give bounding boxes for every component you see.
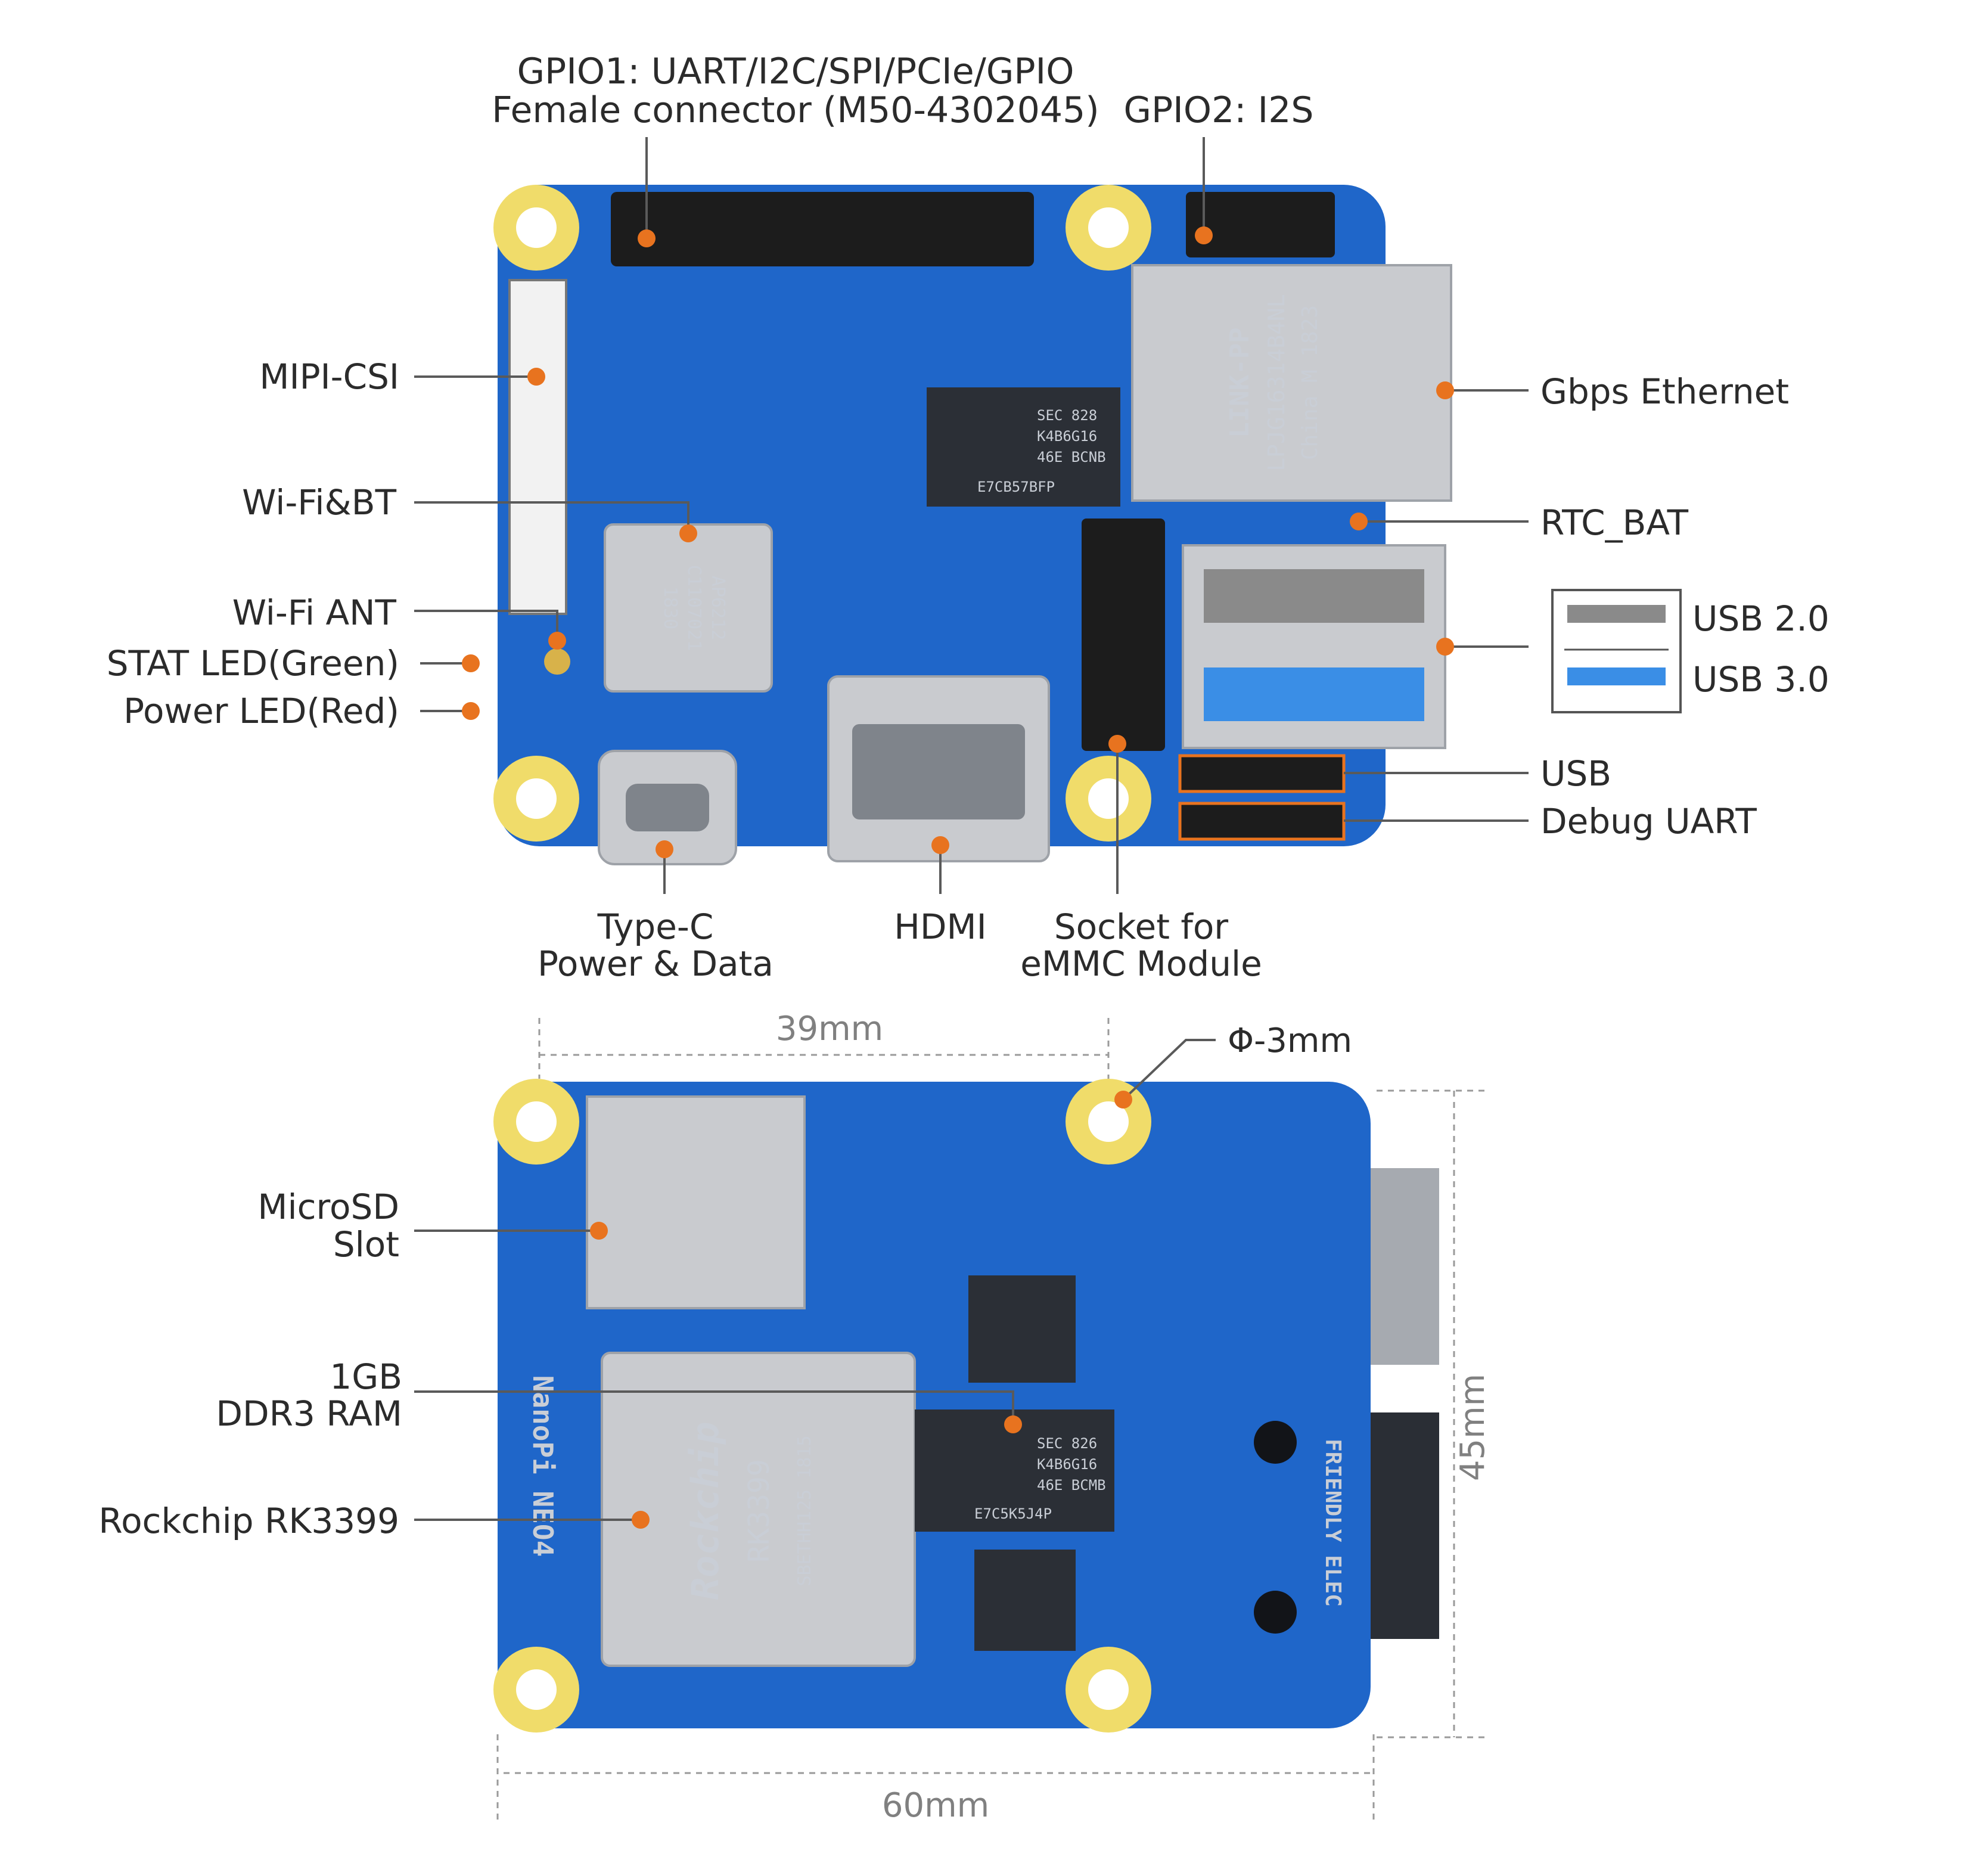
bottom-ram-text-3: 46E BCMB bbox=[1037, 1477, 1106, 1494]
dim-hole: Φ-3mm bbox=[1228, 1022, 1352, 1060]
label-microsd-line1: MicroSD bbox=[257, 1187, 399, 1227]
wifi-text-3: 1830 bbox=[660, 586, 681, 629]
label-emmc-line2: eMMC Module bbox=[1020, 943, 1262, 984]
wifi-text-2: C1107021 bbox=[684, 565, 704, 651]
bottom-mount-holes bbox=[493, 1079, 1151, 1733]
dim-height: 45mm bbox=[1453, 1374, 1492, 1481]
label-typec-line1: Type-C bbox=[597, 906, 714, 947]
dimensions: 39mm Φ-3mm 45mm 60mm bbox=[496, 1010, 1492, 1825]
label-power-led: Power LED(Red) bbox=[123, 691, 399, 731]
bottom-labels: MicroSD Slot 1GB DDR3 RAM Rockchip RK339… bbox=[98, 1187, 402, 1541]
typec-peek bbox=[1371, 1412, 1439, 1639]
bottom-ram-text-1: SEC 826 bbox=[1037, 1435, 1097, 1452]
soc-brand: Rockchip bbox=[684, 1422, 727, 1600]
top-ram-text-4: E7CB57BFP bbox=[977, 479, 1055, 495]
top-board: LINK-PP LPJG16314B4NL China M 1823 SEC 8… bbox=[493, 185, 1452, 865]
label-microsd-line2: Slot bbox=[333, 1224, 399, 1265]
board-name: NanoPi NEO4 bbox=[527, 1376, 559, 1557]
label-gpio2: GPIO2: I2S bbox=[1123, 89, 1313, 131]
bottom-ram-text-4: E7C5K5J4P bbox=[974, 1505, 1052, 1522]
label-typec-line2: Power & Data bbox=[538, 943, 774, 984]
label-gpio1-line2: Female connector (M50-4302045) bbox=[492, 89, 1099, 131]
dim-length: 60mm bbox=[882, 1786, 989, 1825]
usb2-tongue bbox=[1204, 569, 1424, 623]
bottom-board: Rockchip RK3399 SBETHH125 1815 SEC 826 K… bbox=[493, 1079, 1439, 1733]
legend-usb3: USB 3.0 bbox=[1692, 659, 1829, 700]
eth-part: LPJG16314B4NL bbox=[1263, 294, 1290, 471]
mipi-csi-connector bbox=[508, 279, 567, 615]
label-wifi-ant: Wi-Fi ANT bbox=[232, 592, 397, 633]
gpio1-header bbox=[611, 192, 1034, 266]
top-leaders bbox=[414, 137, 1529, 894]
button-2 bbox=[1254, 1591, 1297, 1634]
button-1 bbox=[1254, 1421, 1297, 1464]
usb3-tongue bbox=[1204, 668, 1424, 721]
microsd-slot bbox=[586, 1095, 806, 1309]
wifi-text-1: AP6212 bbox=[707, 576, 728, 640]
ethernet-jack bbox=[1131, 264, 1452, 502]
usb-peek bbox=[1371, 1168, 1439, 1365]
top-ram-chip bbox=[927, 387, 1120, 507]
ethernet-phy-chip bbox=[974, 1550, 1076, 1651]
emmc-socket bbox=[1082, 519, 1165, 751]
top-labels: GPIO1: UART/I2C/SPI/PCIe/GPIO Female con… bbox=[107, 51, 1789, 984]
label-usb: USB bbox=[1540, 753, 1611, 794]
label-wifi-bt: Wi-Fi&BT bbox=[242, 482, 396, 523]
soc-model: RK3399 bbox=[743, 1459, 776, 1562]
top-ram-text-1: SEC 828 bbox=[1037, 407, 1097, 424]
label-mipi-csi: MIPI-CSI bbox=[259, 356, 399, 397]
top-ram-text-3: 46E BCNB bbox=[1037, 449, 1106, 465]
soc-code: SBETHH125 1815 bbox=[794, 1436, 815, 1587]
label-ram-line1: 1GB bbox=[330, 1356, 402, 1397]
bottom-leaders bbox=[414, 1039, 1216, 1529]
usb3-swatch bbox=[1567, 668, 1666, 685]
label-ram-line2: DDR3 RAM bbox=[216, 1393, 402, 1434]
label-emmc-line1: Socket for bbox=[1054, 906, 1228, 947]
gpio2-header bbox=[1186, 192, 1335, 257]
label-gpio1-line1: GPIO1: UART/I2C/SPI/PCIe/GPIO bbox=[517, 51, 1074, 92]
usb-legend: USB 2.0 USB 3.0 bbox=[1551, 589, 1829, 713]
label-debug-uart: Debug UART bbox=[1540, 801, 1757, 842]
wifi-antenna-connector bbox=[544, 648, 570, 675]
maker-name: FRIENDLY ELEC bbox=[1321, 1439, 1345, 1607]
label-rtc-bat: RTC_BAT bbox=[1540, 502, 1689, 543]
bottom-ram-text-2: K4B6G16 bbox=[1037, 1456, 1097, 1473]
top-ram-text-2: K4B6G16 bbox=[1037, 428, 1097, 445]
label-stat-led: STAT LED(Green) bbox=[107, 643, 399, 684]
label-gbps-ethernet: Gbps Ethernet bbox=[1540, 371, 1789, 412]
usb2-swatch bbox=[1567, 605, 1666, 623]
eth-origin: China M 1823 bbox=[1298, 305, 1322, 460]
usb-header bbox=[1178, 754, 1346, 793]
debug-uart-header bbox=[1178, 802, 1346, 841]
label-hdmi: HDMI bbox=[894, 906, 986, 947]
dim-width: 39mm bbox=[776, 1010, 883, 1048]
legend-usb2: USB 2.0 bbox=[1692, 598, 1829, 639]
top-mount-holes bbox=[493, 185, 1151, 842]
label-soc: Rockchip RK3399 bbox=[98, 1501, 399, 1541]
eth-brand: LINK-PP bbox=[1225, 327, 1255, 437]
pmic-chip bbox=[968, 1275, 1076, 1383]
